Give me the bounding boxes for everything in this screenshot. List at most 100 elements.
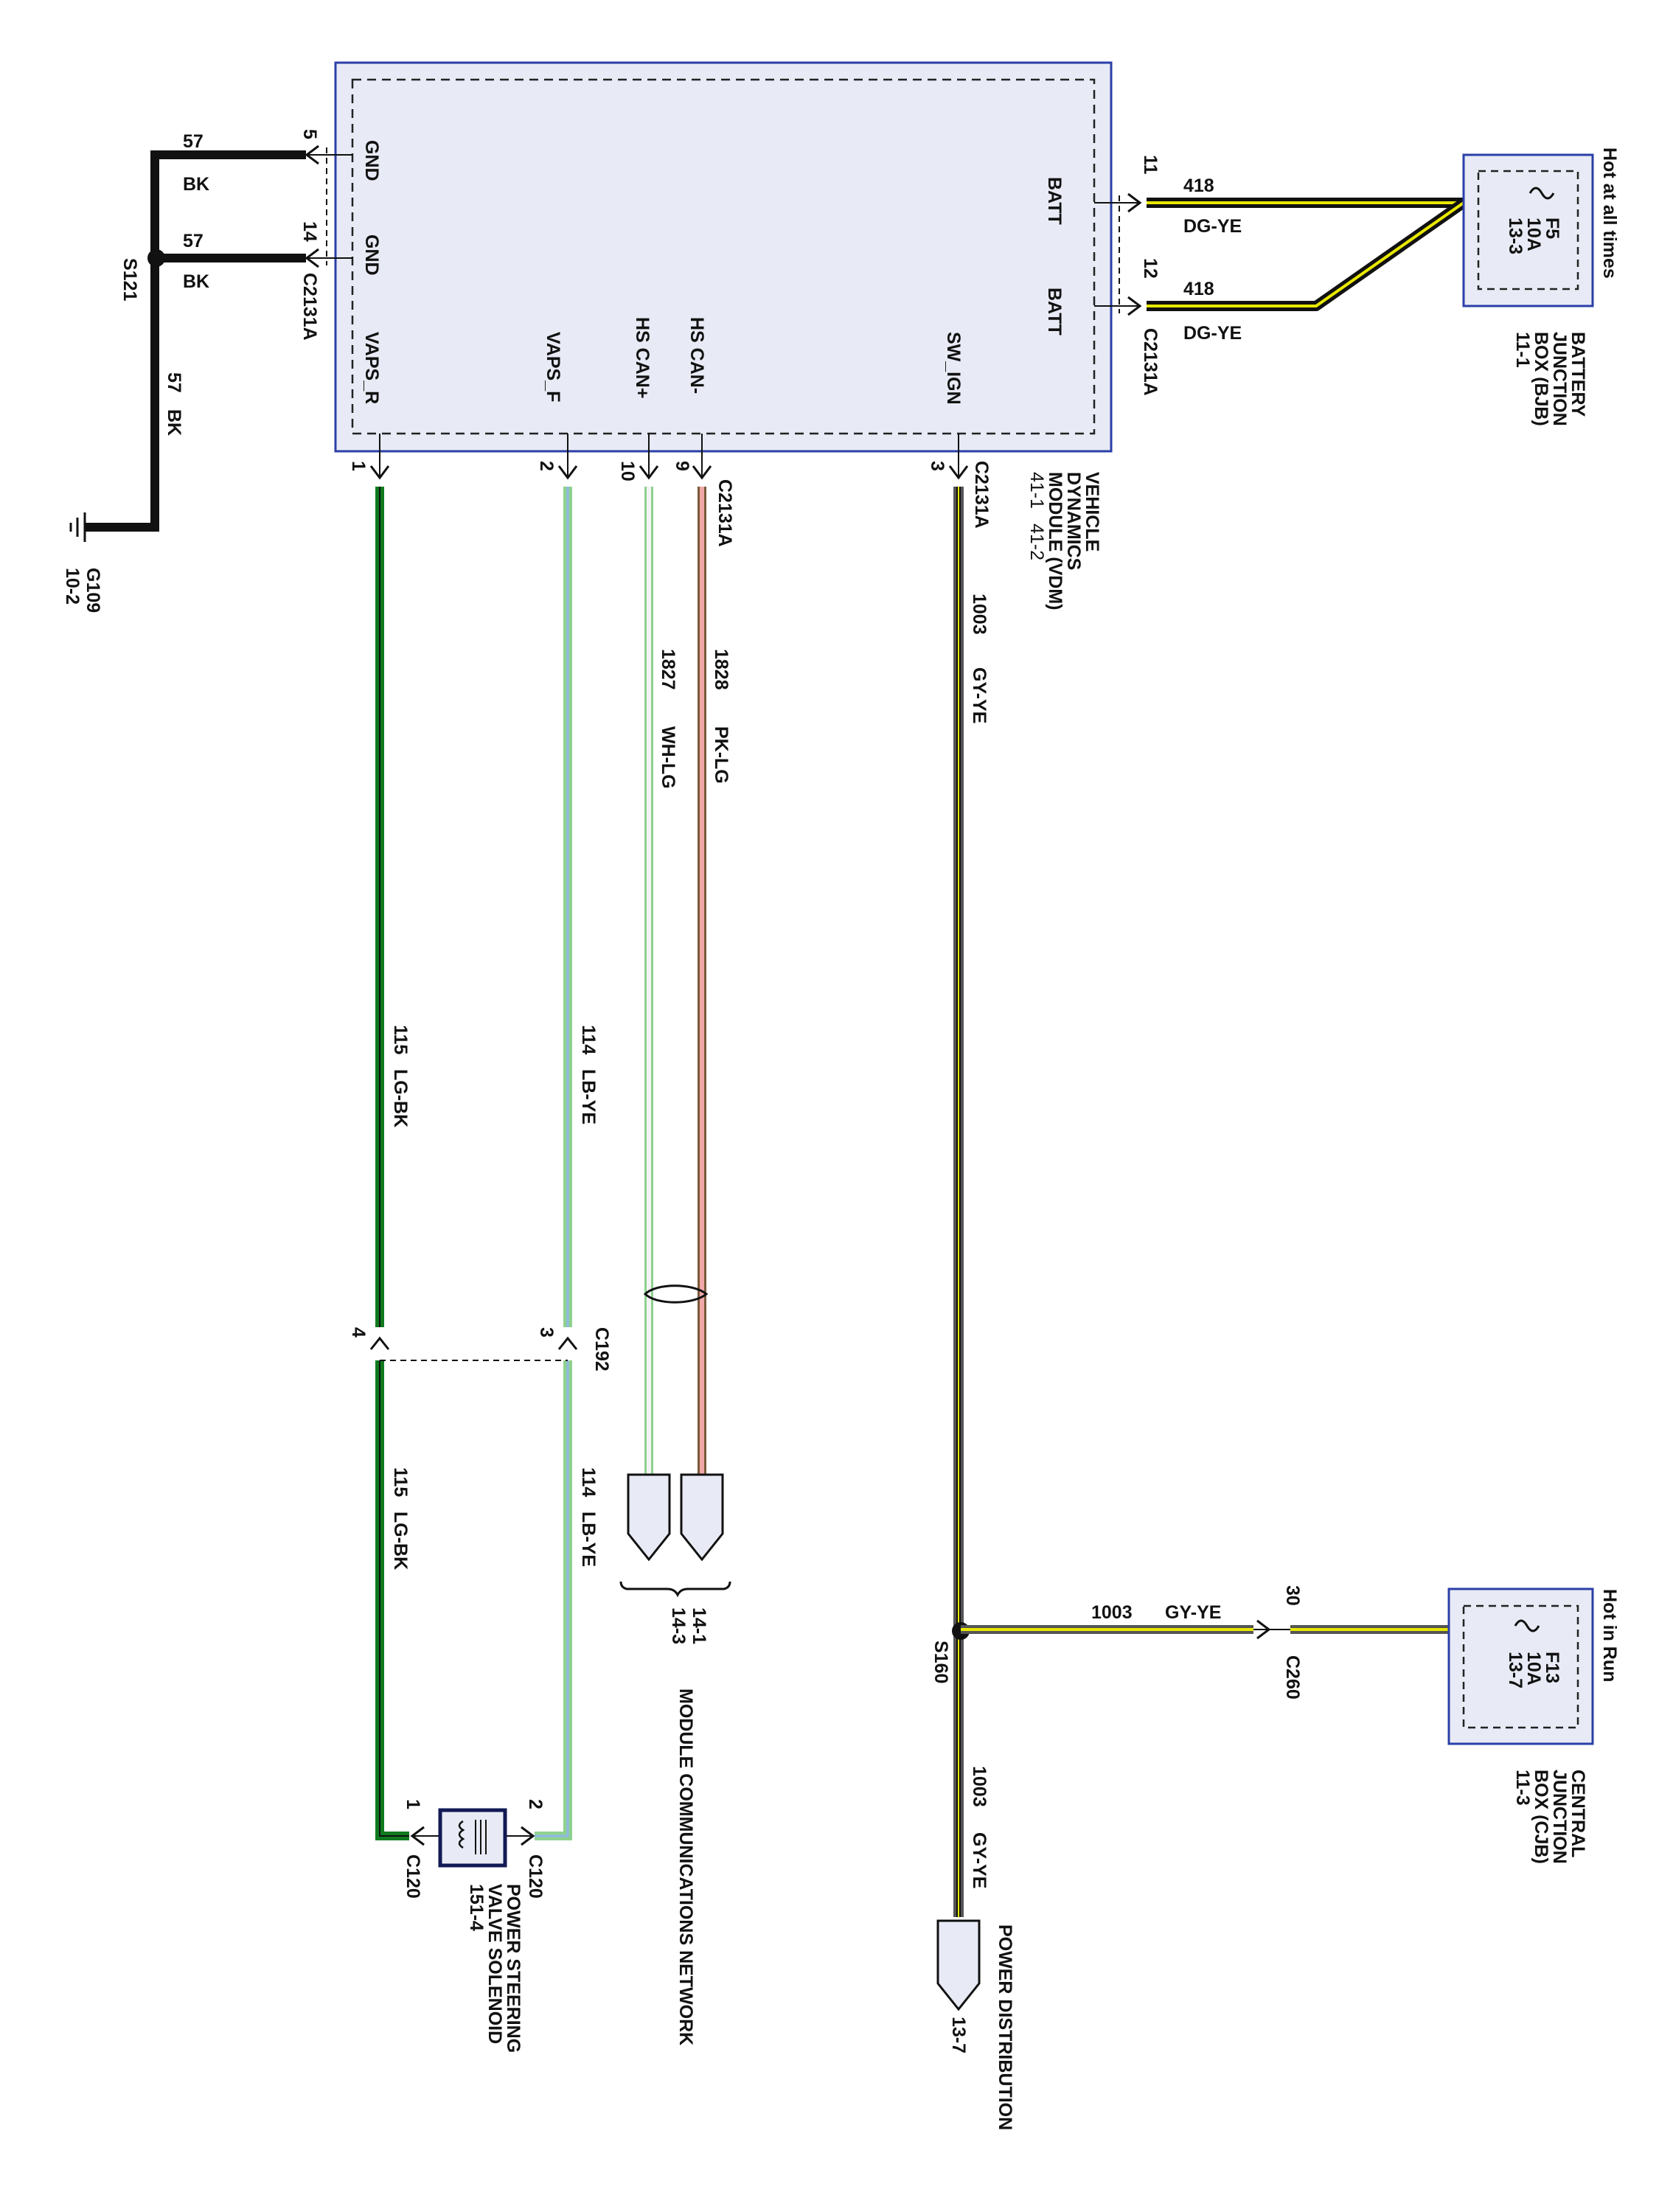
vaps-r-top-circuit: 115 bbox=[390, 1025, 411, 1054]
vaps-r-wire-bottom bbox=[375, 1360, 409, 1840]
vaps-f-top-color: LB-YE bbox=[578, 1069, 599, 1124]
bjb-wire-a-color: DG-YE bbox=[1183, 216, 1242, 237]
bjb-fuse-ref: 13-3 bbox=[1505, 218, 1526, 254]
splice-s121-label: S121 bbox=[119, 258, 140, 301]
c260-label: C260 bbox=[1282, 1655, 1303, 1700]
cjb-fuse-ref: 13-7 bbox=[1505, 1652, 1526, 1688]
bjb-hot-label: Hot at all times bbox=[1599, 147, 1620, 279]
pin-number-10: 10 bbox=[617, 461, 638, 481]
vdm-name-line-1: VEHICLE bbox=[1082, 472, 1102, 552]
bjb-wire-b-stripe bbox=[1147, 201, 1465, 307]
bjb-name-line-2: JUNCTION bbox=[1549, 332, 1570, 426]
can-circuit: 10 9 C2131A 1827 WH-LG 1828 PK-LG 14-1 1… bbox=[617, 434, 735, 2045]
bjb-name-line-1: BATTERY bbox=[1568, 332, 1588, 417]
cjb-box-group: F13 10A 13-7 Hot in Run CENTRAL JUNCTION… bbox=[1447, 1587, 1620, 1864]
bjb-fuse: F5 bbox=[1542, 218, 1562, 239]
bjb-box bbox=[1462, 153, 1594, 307]
vaps-r-bottom-circuit: 115 bbox=[390, 1467, 411, 1497]
pin-label-hs-can-plus: HS CAN+ bbox=[632, 317, 653, 398]
ign-bottom-color: GY-YE bbox=[969, 1832, 990, 1888]
bjb-wire-b-color: DG-YE bbox=[1183, 323, 1242, 344]
connector-label-c2131a-left: C2131A bbox=[299, 273, 320, 341]
power-dist-offpage-connector bbox=[936, 1919, 981, 2011]
solenoid-name-line-1: POWER STEERING bbox=[503, 1884, 524, 2053]
c192-arrow-pin3 bbox=[557, 1336, 578, 1350]
cjb-hot-label: Hot in Run bbox=[1599, 1589, 1620, 1682]
cjb-name-line-2: JUNCTION bbox=[1549, 1770, 1570, 1864]
connector-label-c2131a-right: C2131A bbox=[1140, 328, 1161, 396]
pin-label-gnd-a: GND bbox=[361, 140, 382, 181]
ground-wire-c-circuit: 57 bbox=[164, 372, 184, 393]
splice-s160-label: S160 bbox=[931, 1641, 951, 1683]
can-ref-1: 14-1 bbox=[689, 1607, 709, 1644]
ground-ref: 10-2 bbox=[62, 568, 83, 605]
cjb-fuse: F13 bbox=[1542, 1652, 1562, 1683]
power-dist-label: POWER DISTRIBUTION bbox=[995, 1924, 1015, 2130]
vdm-inner-dashed bbox=[351, 78, 1096, 435]
connector-label-c2131a-can: C2131A bbox=[714, 479, 735, 547]
cjb-name-line-4: 11-3 bbox=[1512, 1770, 1533, 1806]
solenoid-pin-2: 2 bbox=[525, 1799, 546, 1809]
cjb-amps: 10A bbox=[1523, 1652, 1544, 1686]
pin-label-hs-can-minus: HS CAN- bbox=[686, 317, 707, 394]
bjb-circuit: 11 12 C2131A 418 DG-YE 418 DG-YE F5 10A … bbox=[1094, 147, 1620, 426]
ground-wire-c-color: BK bbox=[164, 409, 184, 436]
ign-cjb-circuit: 1003 bbox=[1091, 1602, 1133, 1623]
c192-pin-4: 4 bbox=[348, 1327, 369, 1338]
steering-circuit: 1 2 4 3 C192 115 LG-BK 114 LB-YE 115 LG-… bbox=[348, 434, 612, 2053]
vdm-ref-2: 41-2 bbox=[1026, 524, 1047, 560]
can-brace-icon bbox=[619, 1581, 731, 1598]
pin-number-3: 3 bbox=[927, 461, 947, 471]
splice-s121-dot bbox=[147, 249, 165, 267]
pin-label-gnd-b: GND bbox=[361, 234, 382, 276]
pin-label-vaps-f: VAPS_F bbox=[543, 332, 563, 402]
ign-cjb-color: GY-YE bbox=[1165, 1602, 1221, 1623]
pin-number-11: 11 bbox=[1140, 155, 1161, 175]
vaps-r-bottom-color: LG-BK bbox=[390, 1512, 411, 1570]
twisted-pair-icon bbox=[643, 1284, 709, 1304]
pin-label-batt-a: BATT bbox=[1044, 177, 1065, 225]
can-network-label: MODULE COMMUNICATIONS NETWORK bbox=[675, 1688, 696, 2045]
pin-number-9: 9 bbox=[672, 461, 692, 471]
can-minus-circuit: 1828 bbox=[711, 649, 731, 690]
ground-wire-b-color: BK bbox=[183, 271, 209, 292]
vaps-f-bottom-color: LB-YE bbox=[578, 1512, 599, 1567]
ground-wire-a-color: BK bbox=[183, 174, 209, 195]
can-minus-offpage-connector bbox=[680, 1473, 724, 1562]
vaps-f-bottom-circuit: 114 bbox=[578, 1467, 599, 1497]
c192-label: C192 bbox=[591, 1327, 612, 1371]
ign-bottom-circuit: 1003 bbox=[969, 1766, 990, 1807]
vdm-outline bbox=[334, 61, 1113, 453]
vaps-r-wire-bottom-stripe bbox=[379, 1360, 409, 1837]
cjb-box bbox=[1447, 1587, 1594, 1745]
pin-number-12: 12 bbox=[1140, 258, 1161, 279]
bjb-amps: 10A bbox=[1523, 218, 1544, 251]
vdm-ref-1: 41-1 bbox=[1026, 472, 1047, 509]
pin-label-batt-b: BATT bbox=[1044, 288, 1065, 335]
bjb-name-line-4: 11-1 bbox=[1512, 332, 1533, 368]
can-plus-offpage-connector bbox=[627, 1473, 671, 1562]
solenoid-name-line-3: 151-4 bbox=[466, 1884, 487, 1931]
bjb-wire-a-circuit: 418 bbox=[1183, 175, 1214, 196]
ground-wire-b-circuit: 57 bbox=[183, 231, 204, 251]
vdm-name-line-3: MODULE (VDM) bbox=[1045, 472, 1065, 610]
vaps-f-top-circuit: 114 bbox=[578, 1025, 599, 1054]
fuse-f5-icon bbox=[1528, 187, 1555, 200]
pin-number-2: 2 bbox=[536, 461, 557, 471]
pin-number-14: 14 bbox=[299, 221, 320, 242]
solenoid-conn-c120-r: C120 bbox=[403, 1854, 423, 1899]
cjb-name-line-1: CENTRAL bbox=[1568, 1770, 1588, 1857]
power-dist-ref: 13-7 bbox=[948, 2017, 969, 2053]
solenoid-conn-c120-f: C120 bbox=[525, 1854, 546, 1899]
can-plus-color: WH-LG bbox=[658, 726, 678, 789]
ign-top-color: GY-YE bbox=[969, 667, 990, 723]
pin-label-sw-ign: SW_IGN bbox=[943, 332, 964, 405]
c260-pin: 30 bbox=[1282, 1585, 1303, 1606]
vdm-name-line-2: DYNAMICS bbox=[1063, 472, 1084, 570]
pin-label-vaps-r: VAPS_R bbox=[361, 332, 382, 404]
c192-pin-3: 3 bbox=[536, 1327, 557, 1338]
solenoid-box bbox=[438, 1808, 507, 1868]
c192-arrow-pin4 bbox=[369, 1336, 390, 1350]
vaps-f-wire-bottom-stripe bbox=[535, 1360, 569, 1837]
ign-top-circuit: 1003 bbox=[969, 594, 990, 635]
